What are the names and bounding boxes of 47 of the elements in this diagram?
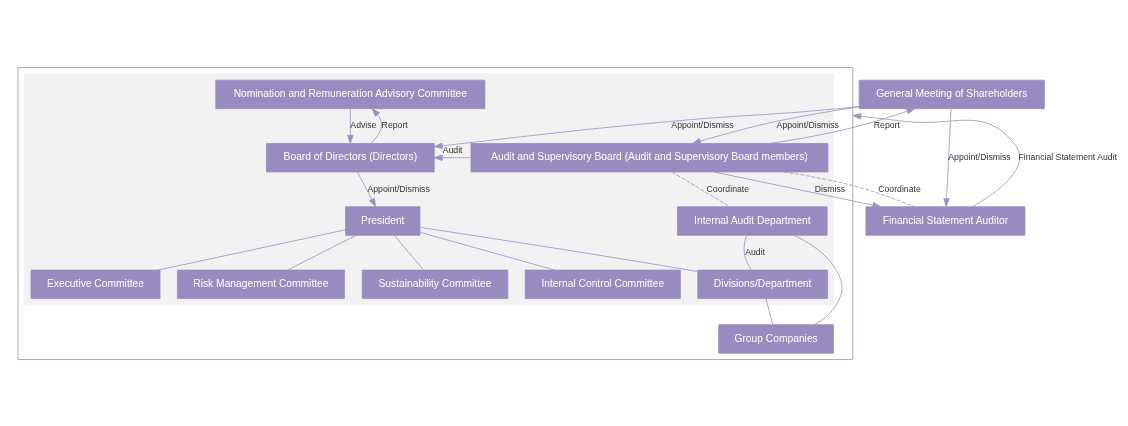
edge-label: Report <box>381 119 408 130</box>
connector <box>393 234 424 270</box>
arrow <box>347 108 354 144</box>
node-box: Financial Statement Auditor <box>865 205 1026 236</box>
arrow <box>433 154 472 161</box>
edge-label: Dismiss <box>814 183 846 194</box>
arrow <box>769 107 916 144</box>
arrow <box>943 107 952 207</box>
edge-label: Financial Statement Audit <box>1018 151 1117 162</box>
node-box: Executive Committee <box>30 269 161 299</box>
connector <box>793 234 843 325</box>
edge-label: Advise <box>350 119 377 130</box>
node-box: Risk Management Committee <box>177 269 345 299</box>
connector <box>783 171 915 207</box>
edge-label: Appoint/Dismiss <box>776 119 839 130</box>
edge-label: Audit <box>442 144 463 155</box>
connector <box>743 234 752 270</box>
edge-label: Coordinate <box>706 183 750 194</box>
arrow <box>357 171 376 207</box>
arrow <box>434 105 860 149</box>
node-box: Board of Directors (Directors) <box>266 142 435 172</box>
arrow <box>713 171 882 208</box>
arrow <box>692 105 860 144</box>
edge-label: Coordinate <box>878 183 921 194</box>
arrow <box>852 112 1020 207</box>
edge-label: Appoint/Dismiss <box>367 183 430 194</box>
node-box: Sustainability Committee <box>361 269 509 299</box>
connector <box>157 228 346 270</box>
edge-label: Report <box>873 119 900 130</box>
edge-label: Appoint/Dismiss <box>948 151 1011 162</box>
cluster <box>17 66 854 360</box>
node-box: Audit and Supervisory Board (Audit and Supervisory Board members) <box>470 142 829 172</box>
connector <box>419 231 556 270</box>
node-box: General Meeting of Shareholders <box>858 79 1045 109</box>
edge-label: Audit <box>745 246 766 257</box>
node-box: Divisions/Department <box>697 269 828 299</box>
arrow <box>370 107 383 144</box>
edge-label: Appoint/Dismiss <box>671 119 734 130</box>
node-box: Internal Control Committee <box>524 269 681 299</box>
node-box: Nomination and Remuneration Advisory Committee <box>215 79 486 109</box>
connector <box>287 234 357 270</box>
node-box: President <box>345 205 421 236</box>
connector <box>419 226 699 272</box>
connector <box>765 297 773 325</box>
connector <box>671 171 731 207</box>
node-box: Internal Audit Department <box>677 205 828 236</box>
node-box: Group Companies <box>718 323 834 354</box>
